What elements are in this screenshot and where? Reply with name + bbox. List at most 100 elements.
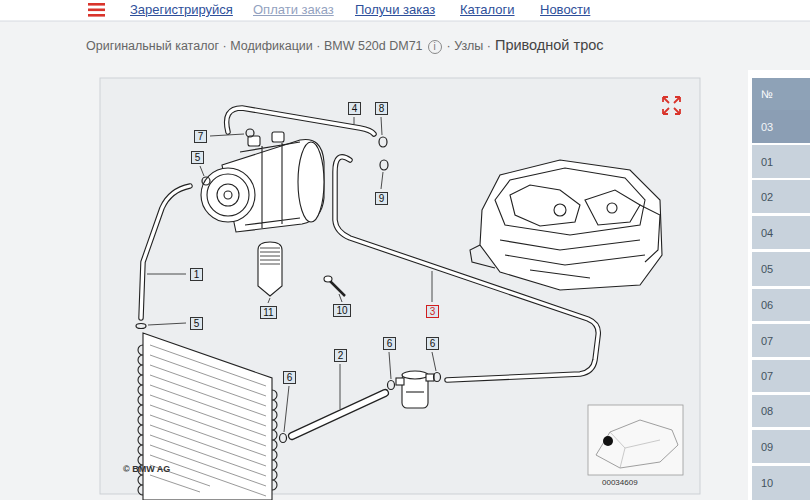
hamburger-icon: [88, 3, 105, 17]
leader-line: [268, 298, 270, 303]
callout-number: 3: [430, 306, 436, 317]
condenser: [150, 415, 266, 456]
copyright: © BMW AG: [123, 464, 170, 475]
leader-line: [354, 117, 355, 124]
panel-header: №: [752, 78, 810, 110]
condenser: [138, 333, 277, 500]
leader-line: [147, 274, 186, 275]
refrigerant-hose: [141, 108, 598, 436]
callout-box: 6: [426, 337, 439, 350]
callout-box: 4: [348, 102, 361, 115]
callout-number: 5: [195, 152, 201, 163]
leader-line: [381, 172, 383, 189]
callout-number: 6: [287, 372, 293, 383]
page-title: Приводной трос: [495, 37, 604, 54]
panel-cell-text: 02: [761, 191, 773, 203]
expand-icon: [674, 108, 680, 114]
engine: [607, 203, 617, 213]
callout-number: 1: [194, 269, 200, 280]
nav-link: Новости: [540, 2, 590, 18]
compressor: [201, 132, 324, 232]
dryer-cartridge: [260, 248, 280, 264]
panel-cell-text: 09: [761, 441, 773, 453]
callout-box: 11: [260, 306, 277, 319]
condenser: [150, 395, 266, 436]
compressor: [217, 184, 239, 206]
leader-line: [432, 352, 436, 371]
location-thumbnail: [588, 405, 683, 475]
location-thumbnail: [610, 432, 660, 468]
callout-box: 5: [190, 317, 203, 330]
leader-line: [200, 166, 204, 176]
dryer-cartridge: [258, 242, 282, 296]
engine: [554, 204, 566, 216]
refrigerant-hose: [141, 108, 598, 436]
location-thumbnail: [603, 436, 613, 446]
panel-cell: 02: [752, 180, 810, 213]
breadcrumb: Оригинальный каталог · Модификации · BMW…: [86, 39, 423, 54]
nav-link: Зарегистрируйся: [130, 2, 233, 18]
panel-cell-text: 07: [761, 370, 773, 382]
panel-cell: 07: [752, 360, 810, 392]
side-panel: [748, 70, 810, 500]
panel-cell-text: 04: [761, 227, 773, 239]
condenser: [150, 375, 266, 416]
panel-cell-text: 08: [761, 405, 773, 417]
compressor: [224, 191, 232, 199]
engine: [510, 185, 580, 226]
callout-number: 11: [263, 307, 273, 318]
callout-box: 9: [375, 192, 388, 205]
callout-box: 1: [190, 268, 203, 281]
receiver-dryer: [426, 374, 434, 381]
panel-cell: 06: [752, 289, 810, 321]
panel-cell: 08: [752, 395, 810, 427]
callout-number: 2: [338, 350, 344, 361]
engine: [640, 205, 660, 262]
callout-box: 3: [426, 305, 439, 318]
refrigerant-hose: [141, 186, 190, 318]
expand-icon: [663, 97, 669, 103]
condenser: [150, 475, 200, 492]
location-thumbnail: [596, 420, 678, 468]
panel-cell: 01: [752, 145, 810, 178]
dryer-cartridge: [258, 242, 282, 296]
leader-line: [339, 294, 342, 302]
callout-number: 5: [194, 318, 200, 329]
condenser: [150, 345, 266, 386]
leader-line: [381, 117, 382, 135]
callout-box: 8: [375, 102, 388, 115]
callout-number: 6: [430, 338, 436, 349]
side-panel: [748, 70, 810, 500]
callout-box: 6: [283, 371, 296, 384]
o-ring: [136, 129, 441, 443]
callout-number: 4: [352, 103, 358, 114]
engine: [495, 168, 645, 235]
o-ring: [202, 177, 210, 185]
compressor: [201, 168, 255, 222]
condenser: [150, 365, 266, 406]
compressor: [298, 142, 324, 222]
o-ring: [136, 324, 146, 329]
condenser: [150, 355, 266, 396]
receiver-dryer: [406, 391, 424, 392]
panel-cell-text: 01: [761, 156, 773, 168]
panel-cell-text: 06: [761, 299, 773, 311]
panel-cell: 09: [752, 430, 810, 463]
condenser: [150, 425, 266, 466]
panel-cell: 03: [752, 110, 810, 143]
callout-box: 2: [334, 349, 347, 362]
receiver-dryer: [396, 371, 434, 408]
bolt: [324, 276, 345, 296]
o-ring: [388, 381, 395, 390]
condenser: [272, 390, 277, 490]
refrigerant-hose: [335, 157, 598, 380]
callout-number: 8: [379, 103, 385, 114]
hamburger-icon: [88, 14, 105, 17]
compressor: [207, 174, 249, 216]
o-ring: [246, 129, 254, 137]
nav-link: Оплати заказ: [253, 2, 334, 18]
o-ring: [434, 373, 441, 382]
callout-box: 6: [383, 337, 396, 350]
panel-cell-text: 07: [761, 335, 773, 347]
